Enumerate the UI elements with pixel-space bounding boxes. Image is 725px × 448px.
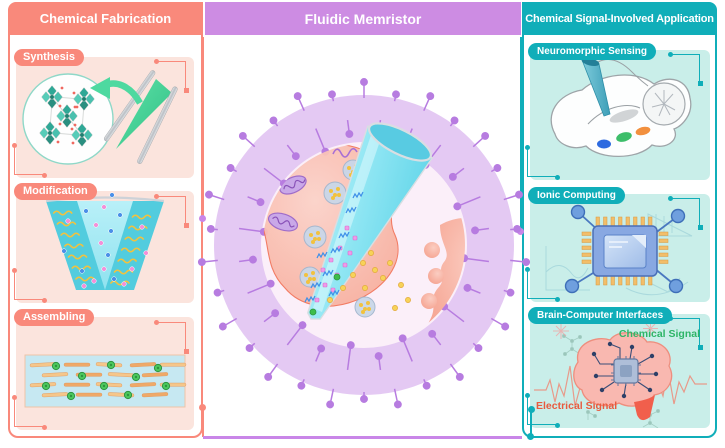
electrical-signal-label: Electrical Signal	[536, 400, 618, 412]
connector-corner	[524, 267, 560, 302]
mof-crystals	[39, 85, 95, 147]
connector-corner	[11, 395, 47, 430]
pill-neuromorphic-sensing: Neuromorphic Sensing	[528, 43, 657, 60]
cerebellum-branches	[651, 90, 676, 117]
ion-dots	[61, 192, 149, 289]
inner-structure	[609, 109, 639, 123]
cone-highlight	[313, 132, 381, 312]
pull-arrow-head	[90, 77, 110, 99]
connector-corner	[154, 319, 189, 354]
ion-nodes	[564, 204, 686, 294]
connector-corner	[154, 193, 189, 228]
funnel-channel	[77, 201, 133, 290]
assembling-panel	[16, 317, 194, 430]
ionic-computing-illustration	[545, 204, 693, 296]
die-fold	[632, 235, 646, 248]
connector-corner	[11, 268, 47, 303]
connector-corner	[11, 143, 47, 178]
neuromorphic-sensing-illustration	[550, 57, 692, 157]
fluidic-memristor-illustration	[197, 78, 531, 409]
connector-corner	[524, 145, 560, 180]
connector-dot	[527, 433, 534, 440]
pill-modification: Modification	[14, 183, 97, 200]
connector-dot	[517, 228, 524, 235]
application-connector-line	[520, 37, 522, 230]
inner-curve	[587, 105, 641, 125]
synthesis-panel	[16, 57, 194, 178]
application-connector-line	[530, 410, 532, 436]
bci-illustration	[534, 321, 707, 428]
modification-panel	[16, 191, 194, 303]
fabrication-header: Chemical Fabrication	[8, 2, 203, 35]
neuromorphic-sensing-panel	[530, 50, 710, 180]
pill-brain-computer-interfaces: Brain-Computer Interfaces	[528, 307, 673, 324]
connector-dot	[199, 215, 206, 222]
rna-squiggle	[332, 147, 358, 158]
implant-chip-die	[620, 365, 632, 377]
pill-assembling: Assembling	[14, 309, 95, 326]
fabrication-connector-line	[202, 409, 204, 437]
pill-ionic-computing: Ionic Computing	[528, 187, 625, 204]
brainstem	[634, 395, 655, 421]
signal-spot-green	[616, 132, 632, 142]
connector-dot	[199, 404, 206, 411]
connector-dot	[528, 406, 535, 413]
die-lines	[609, 241, 628, 248]
cone-mouth	[368, 122, 432, 162]
synthesis-illustration	[22, 70, 178, 165]
modification-illustration	[45, 192, 165, 290]
nanoparticle-dots	[41, 360, 171, 401]
fluidic-memristor-header: Fluidic Memristor	[205, 2, 521, 35]
bottom-connector-line	[203, 436, 522, 439]
ionic-computing-panel	[530, 194, 710, 302]
application-header: Chemical Signal-Involved Application	[522, 2, 717, 35]
connector-corner	[668, 51, 703, 86]
brain-computer-interfaces-panel: Chemical Signal Electrical Signal	[530, 314, 710, 428]
implant-chip-pins	[611, 356, 641, 386]
pulled-pipette-rods	[90, 70, 178, 164]
pipette-cone	[306, 122, 434, 320]
connector-corner	[154, 58, 189, 93]
sparkles	[553, 321, 658, 339]
connector-corner	[668, 195, 703, 230]
assembling-illustration	[24, 354, 187, 408]
fabrication-connector-line	[202, 37, 204, 218]
signal-spot-blue	[597, 139, 611, 149]
chip-die	[603, 234, 647, 269]
signal-spot-orange	[635, 126, 651, 136]
mitochondria	[267, 175, 307, 232]
chemical-signal-label: Chemical Signal	[618, 328, 700, 340]
pill-synthesis: Synthesis	[14, 49, 84, 66]
released-chemical-particles	[304, 191, 411, 316]
connector-corner	[524, 393, 560, 428]
circuit-nodes	[591, 341, 659, 399]
circuit-traces	[593, 343, 656, 397]
